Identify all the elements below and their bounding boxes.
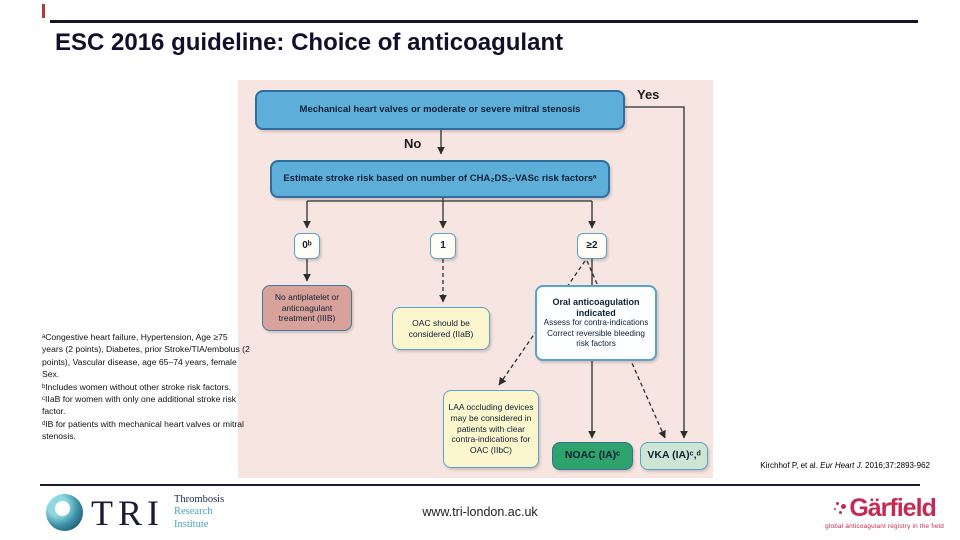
node-no-treatment: No antiplatelet or anticoagulant treatme… [262, 285, 352, 331]
footnote-b: ᵇIncludes women without other stroke ris… [42, 381, 232, 392]
citation: Kirchhof P, et al. Eur Heart J. 2016;37:… [760, 461, 930, 470]
tri-globe-icon [46, 494, 83, 531]
node-score-2plus: ≥2 [577, 233, 607, 259]
tri-name-line2: Research [174, 506, 213, 518]
node-oac-considered: OAC should be considered (IIaB) [392, 307, 490, 350]
node-noac: NOAC (IA)ᶜ [552, 442, 633, 470]
footer-divider [40, 484, 920, 486]
footnote-a: ᵃCongestive heart failure, Hypertension,… [42, 332, 250, 380]
garfield-logo: Gärfield global anticoagulant registry i… [825, 494, 944, 531]
citation-volume: 2016;37:2893-962 [862, 461, 930, 470]
garfield-name: Gärfield [849, 494, 936, 522]
tri-abbr: TRI [91, 492, 164, 533]
footer-url: www.tri-london.ac.uk [422, 505, 538, 519]
yes-label: Yes [637, 87, 659, 102]
node-vka: VKA (IA)ᶜ,ᵈ [640, 442, 708, 470]
red-accent-mark [42, 4, 45, 18]
node-oac-indicated: Oral anticoagulation indicated Assess fo… [535, 285, 657, 361]
node-mechanical-valves: Mechanical heart valves or moderate or s… [255, 90, 625, 130]
no-label: No [404, 136, 421, 151]
tri-name-line3: Institute [174, 518, 209, 530]
node-score-0: 0ᵇ [294, 233, 320, 259]
node-oac-indicated-title: Oral anticoagulation indicated [552, 296, 640, 318]
footnotes: ᵃCongestive heart failure, Hypertension,… [42, 331, 250, 442]
tri-logo: TRI Thrombosis Research Institute [46, 494, 224, 531]
footnote-d: ᵈIB for patients with mechanical heart v… [42, 418, 244, 441]
footnote-c: ᶜIIaB for women with only one additional… [42, 393, 237, 417]
top-rule [50, 20, 918, 23]
flow-connectors: Yes No [303, 87, 688, 439]
citation-authors: Kirchhof P, et al. [760, 461, 821, 470]
tri-name-line1: Thrombosis [174, 494, 225, 506]
flowchart: Yes No Mechanical heart valves or modera… [238, 80, 713, 478]
garfield-comet-icon [833, 500, 849, 520]
node-estimate-stroke-risk: Estimate stroke risk based on number of … [270, 160, 610, 198]
citation-journal: Eur Heart J. [820, 461, 863, 470]
tri-name-lines: Thrombosis Research Institute [174, 494, 224, 530]
node-oac-indicated-body: Assess for contra-indications Correct re… [543, 318, 649, 348]
garfield-tagline: global anticoagulant registry in the fie… [825, 523, 944, 530]
node-laa-devices: LAA occluding devices may be considered … [443, 390, 539, 468]
page-title: ESC 2016 guideline: Choice of anticoagul… [55, 29, 564, 56]
node-score-1: 1 [430, 233, 456, 259]
